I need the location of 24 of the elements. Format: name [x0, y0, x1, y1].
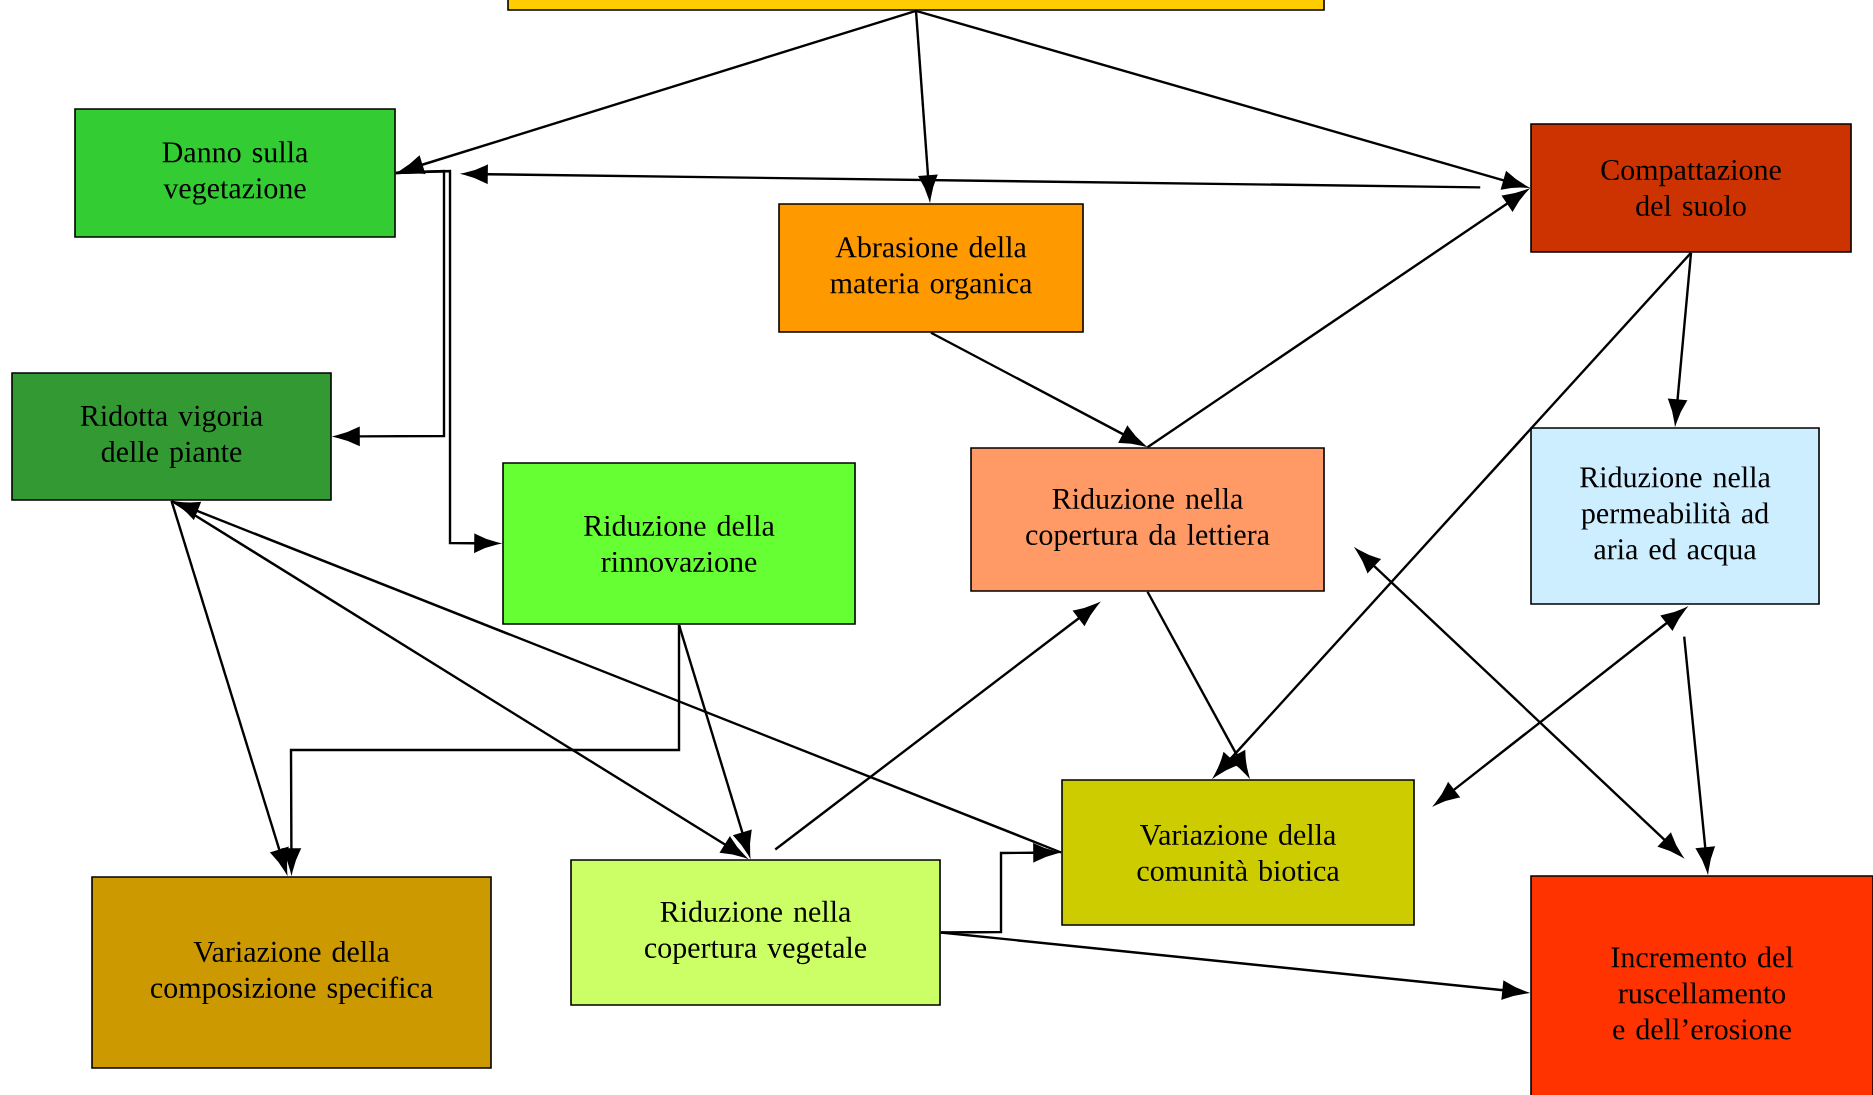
effect-box: Danno sulla vegetazione [74, 108, 396, 238]
arrow [1683, 636, 1715, 872]
effect-box: Riduzione nella copertura da lettiera [970, 447, 1325, 592]
box [507, 0, 1325, 11]
effect-box: Compattazione del suolo [1530, 123, 1852, 253]
effect-box: Ridotta vigoria delle piante [11, 372, 332, 501]
arrow [930, 331, 1145, 446]
arrow [915, 9, 1527, 190]
arrow [1668, 252, 1693, 424]
arrow [463, 165, 1481, 189]
effect-box: Riduzione della rinnovazione [502, 462, 856, 625]
arrow [170, 500, 289, 873]
arrow [1146, 189, 1528, 449]
effect-box: Incremento del ruscellamento e dell’erosione [1530, 875, 1873, 1095]
effect-box: Abrasione della materia organica [778, 203, 1084, 333]
effect-box: Riduzione nella permeabilità ad aria ed acqua [1530, 427, 1820, 605]
arrow [677, 624, 752, 856]
arrow [774, 603, 1098, 851]
effect-box: Variazione della comunità biotica [1061, 779, 1415, 926]
arrow [399, 9, 917, 174]
effect-box: Riduzione nella copertura vegetale [570, 859, 941, 1006]
effect-box: Variazione della composizione specifica [91, 876, 492, 1069]
arrow [940, 931, 1527, 1000]
arrow [914, 10, 938, 200]
